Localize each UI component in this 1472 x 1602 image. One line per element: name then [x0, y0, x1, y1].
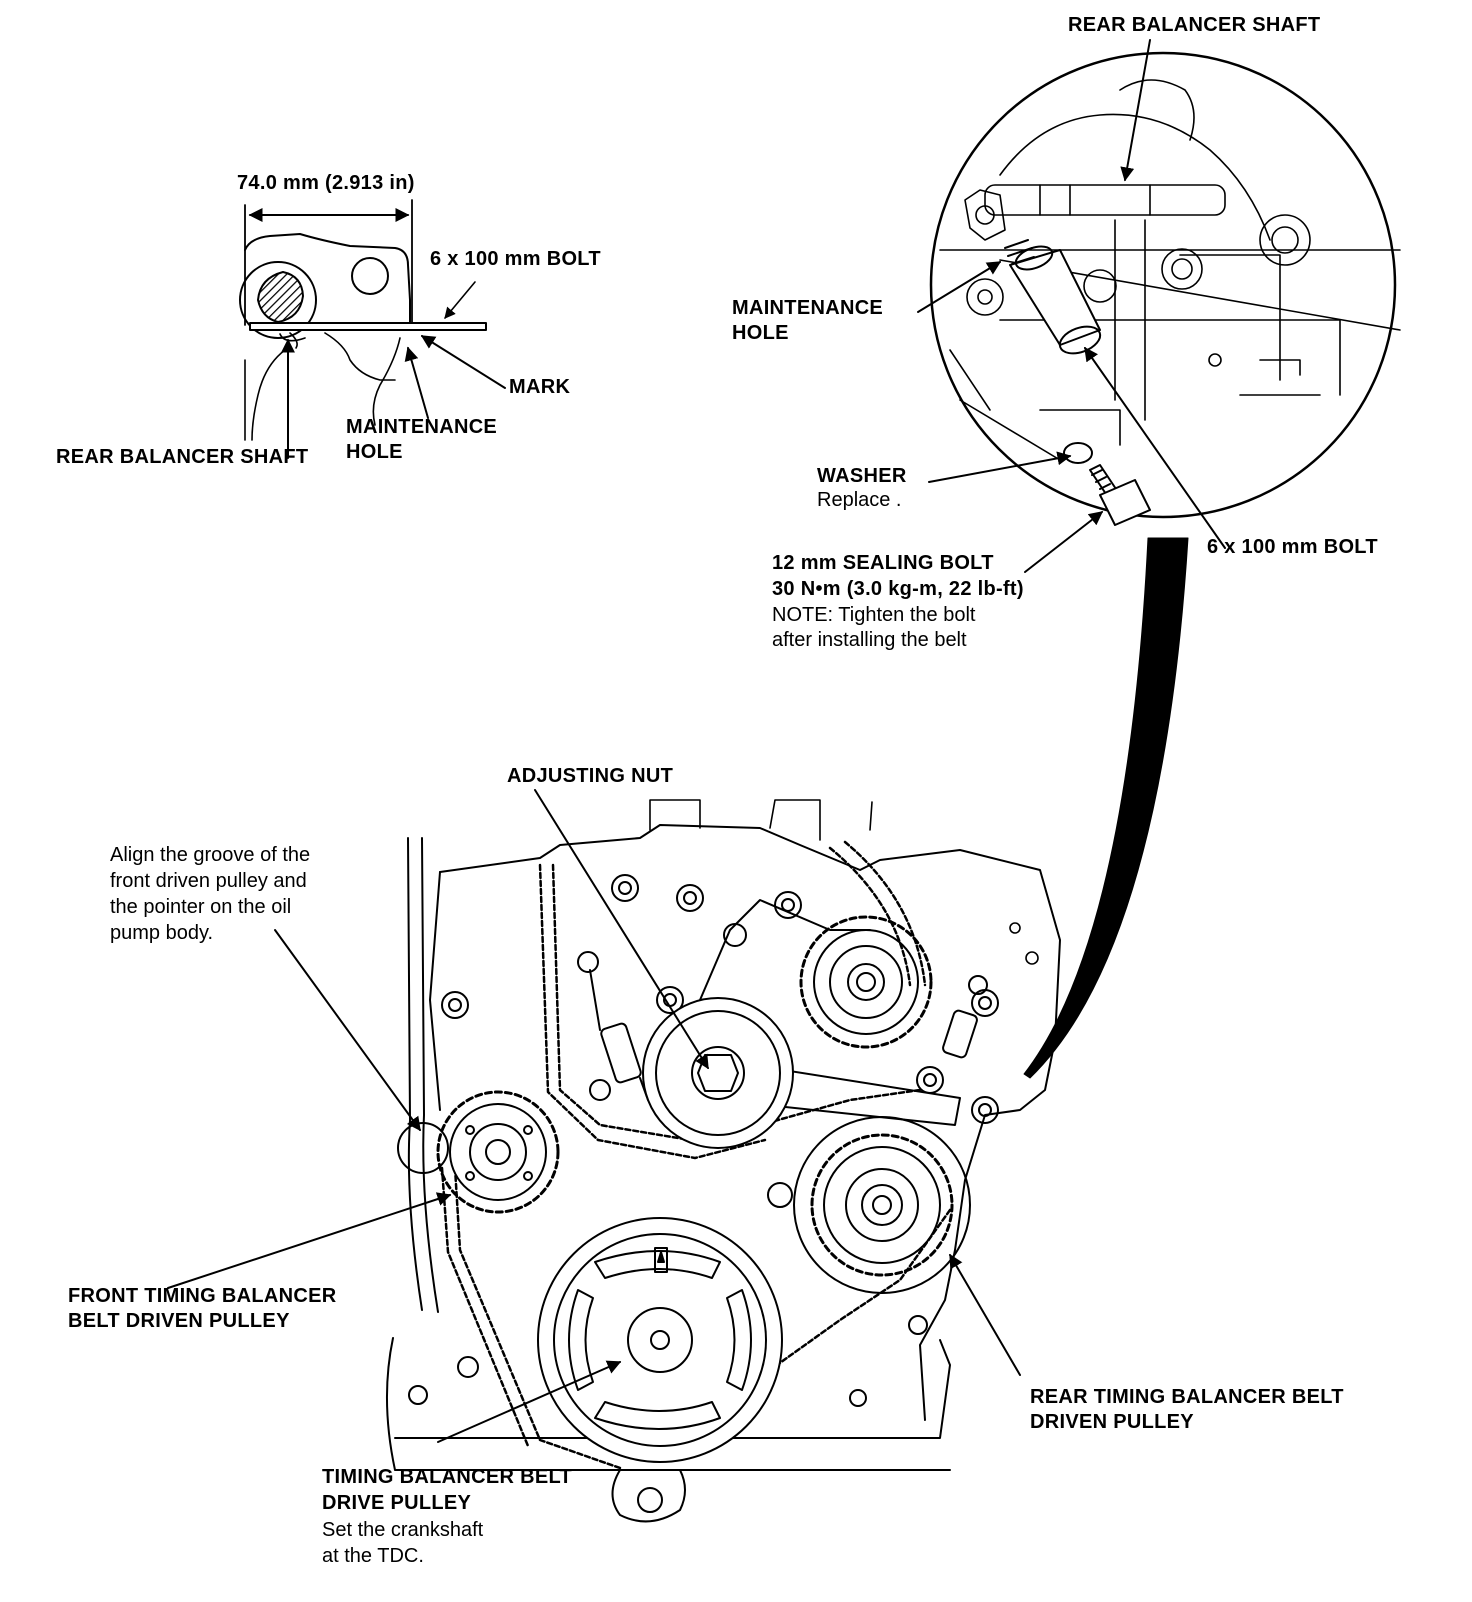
leader-washer	[929, 451, 1072, 482]
detail-circle	[918, 40, 1400, 1078]
leader-rear-pulley	[950, 1253, 1020, 1375]
mark-label: MARK	[509, 376, 571, 398]
circle-bolt-label: 6 x 100 mm BOLT	[1207, 536, 1378, 558]
detail-bolt-shape	[1005, 240, 1104, 358]
rear-pulley-label-1: REAR TIMING BALANCER BELT	[1030, 1386, 1344, 1408]
washer-label: WASHER	[817, 465, 907, 487]
front-driven-pulley-shape	[398, 1092, 558, 1212]
sealing-note-1: NOTE: Tighten the bolt	[772, 604, 976, 626]
front-pulley-label-1: FRONT TIMING BALANCER	[68, 1285, 337, 1307]
inset-bolt-label: 6 x 100 mm BOLT	[430, 248, 601, 270]
leader-bolt	[445, 282, 475, 319]
sealing-torque-label: 30 N•m (3.0 kg-m, 22 lb-ft)	[772, 578, 1024, 600]
drive-pulley-label-2: DRIVE PULLEY	[322, 1492, 472, 1514]
leader-bolt-circle	[1085, 346, 1225, 548]
rear-driven-pulley-shape	[794, 1117, 970, 1293]
circle-maint-hole-label-2: HOLE	[732, 322, 789, 344]
align-note-2: front driven pulley and	[110, 870, 307, 892]
callout-band	[1024, 538, 1188, 1078]
sealing-bolt-label: 12 mm SEALING BOLT	[772, 552, 994, 574]
drive-note-1: Set the crankshaft	[322, 1519, 484, 1541]
drive-note-2: at the TDC.	[322, 1545, 424, 1567]
inset-maint-hole-label-2: HOLE	[346, 441, 403, 463]
engine-block	[168, 790, 1060, 1521]
align-note-3: the pointer on the oil	[110, 896, 292, 918]
circle-maint-hole-label-1: MAINTENANCE	[732, 297, 884, 319]
drive-pulley-shape	[538, 1218, 782, 1462]
inset-shaft-detail	[240, 200, 505, 458]
sealing-note-2: after installing the belt	[772, 629, 967, 651]
tensioner-pulley	[643, 900, 870, 1148]
align-note-1: Align the groove of the	[110, 844, 311, 866]
leader-maint-circle	[918, 262, 1002, 312]
leader-shaft-circle	[1120, 40, 1150, 182]
leader-front-pulley	[168, 1192, 452, 1288]
dimension-label: 74.0 mm (2.913 in)	[237, 172, 415, 194]
leader-maint-hole	[404, 346, 428, 418]
leader-drive-pulley	[438, 1360, 622, 1442]
inset-bolt-shape	[250, 323, 486, 330]
sealing-bolt-shape	[1090, 465, 1150, 525]
leader-sealing	[1025, 512, 1104, 572]
washer-note: Replace .	[817, 489, 902, 511]
front-pulley-label-2: BELT DRIVEN PULLEY	[68, 1310, 290, 1332]
leader-mark	[420, 336, 505, 388]
leader-align	[275, 930, 420, 1132]
leader-adjusting-nut	[535, 790, 708, 1070]
rear-pulley-label-2: DRIVEN PULLEY	[1030, 1411, 1194, 1433]
washer-shape	[1064, 443, 1092, 463]
drive-pulley-label-1: TIMING BALANCER BELT	[322, 1466, 573, 1488]
upper-sprocket	[801, 917, 931, 1047]
align-note-4: pump body.	[110, 922, 214, 944]
circle-rear-balancer-shaft-label: REAR BALANCER SHAFT	[1068, 14, 1321, 36]
adjusting-nut-label: ADJUSTING NUT	[507, 765, 674, 787]
inset-maint-hole-label-1: MAINTENANCE	[346, 416, 498, 438]
inset-rear-balancer-shaft-label: REAR BALANCER SHAFT	[56, 446, 309, 468]
